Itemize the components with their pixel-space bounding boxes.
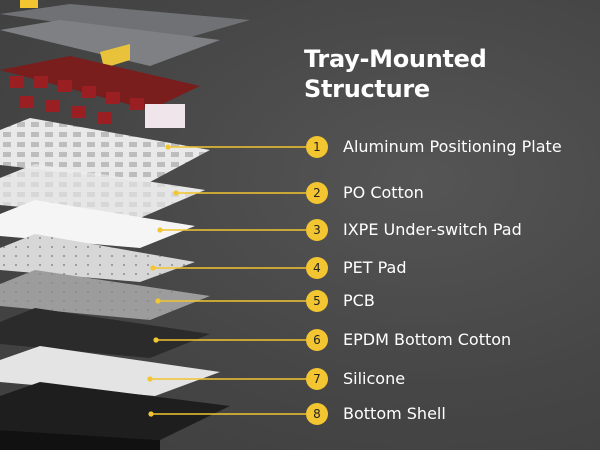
epdm-layer	[0, 308, 210, 358]
title-line-1: Tray-Mounted	[304, 45, 487, 73]
title-line-2: Structure	[304, 75, 430, 103]
layer-label-6: EPDM Bottom Cotton	[343, 330, 512, 349]
ixpe-pad-layer	[0, 200, 195, 248]
silicone-layer	[0, 346, 220, 396]
layer-label-2: PO Cotton	[343, 183, 424, 202]
keyboard-exploded-illustration	[0, 0, 250, 450]
positioning-plate	[0, 118, 210, 182]
layer-label-8: Bottom Shell	[343, 404, 446, 423]
layer-label-1: Aluminum Positioning Plate	[343, 137, 562, 156]
layer-badge-4: 4	[306, 257, 328, 279]
diagram-title: Tray-Mounted Structure	[304, 44, 584, 104]
layer-badge-7: 7	[306, 368, 328, 390]
layer-badge-2: 2	[306, 182, 328, 204]
layer-badge-8: 8	[306, 403, 328, 425]
bottom-shell-layer	[0, 382, 230, 440]
layer-label-4: PET Pad	[343, 258, 407, 277]
keycaps-layer	[0, 0, 250, 68]
layer-badge-1: 1	[306, 136, 328, 158]
layer-badge-6: 6	[306, 329, 328, 351]
layer-label-5: PCB	[343, 291, 375, 310]
layer-badge-5: 5	[306, 290, 328, 312]
switches-layer	[0, 56, 200, 128]
layer-label-3: IXPE Under-switch Pad	[343, 220, 522, 239]
layer-label-7: Silicone	[343, 369, 406, 388]
layer-badge-3: 3	[306, 219, 328, 241]
